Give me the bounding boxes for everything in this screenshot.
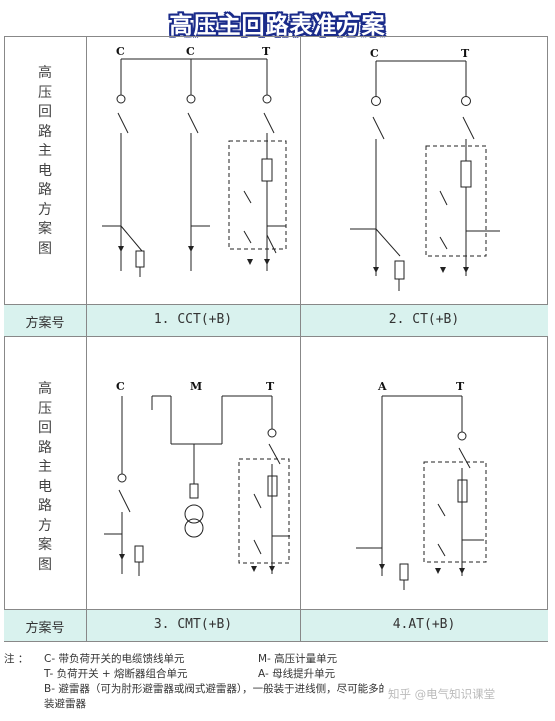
notes: 注 ： C- 带负荷开关的电缆馈线单元 M- 高压计量单元 T- 负荷开关 + …: [4, 652, 552, 712]
band-divider-1b: [300, 304, 301, 337]
row-label-char: 案: [38, 221, 52, 237]
row-label-char: 路: [38, 182, 52, 198]
row-label-1: 高压回路主电路方案图: [35, 64, 55, 259]
note-t: T- 负荷开关 + 熔断器组合单元: [44, 668, 188, 680]
diagram-cmt-terminal-m: M: [190, 380, 202, 393]
band-divider-2a: [86, 609, 87, 642]
row-label-char: 路: [38, 439, 52, 456]
row-label-2: 高压回路主电路方案图: [35, 380, 55, 575]
scheme-label-2: 方案号: [25, 621, 65, 636]
row-label-char: 高: [38, 381, 52, 397]
row-label-char: 压: [38, 400, 52, 417]
scheme-id-4: 4.AT(+B): [392, 617, 456, 632]
diagram-ct-terminal-c: C: [370, 47, 379, 60]
diagram-ct: C T: [350, 47, 500, 291]
row-label-char: 图: [38, 556, 52, 573]
row-label-char: 图: [38, 240, 52, 257]
table-border-right: [547, 36, 548, 642]
diagram-cct: C C T: [102, 45, 287, 277]
watermark: 知乎 @电气知识课堂: [388, 687, 496, 701]
row-label-char: 路: [38, 498, 52, 514]
page-title: 高压主回路表准方案: [169, 13, 386, 39]
table-border-left: [4, 36, 5, 642]
row-label-char: 主: [38, 143, 52, 159]
diagram-at-terminal-t: T: [456, 380, 465, 393]
note-m: M- 高压计量单元: [258, 653, 338, 665]
scheme-id-1: 1. CCT(+B): [153, 312, 233, 327]
row-label-char: 路: [38, 123, 52, 140]
diagram-cct-terminal-c1: C: [116, 45, 125, 58]
diagram-ct-terminal-t: T: [461, 47, 470, 60]
row-label-char: 方: [38, 201, 52, 218]
scheme-table: 高压回路主电路方案图 高压回路主电路方案图 方案号 1. CCT(+B) 2. …: [4, 36, 548, 642]
row-label-char: 主: [38, 459, 52, 475]
note-b2: 装避雷器: [44, 698, 86, 710]
note-c: C- 带负荷开关的电缆馈线单元: [44, 653, 185, 665]
diagram-cmt-terminal-t: T: [266, 380, 275, 393]
row-label-char: 回: [38, 420, 52, 436]
scheme-id-3: 3. CMT(+B): [153, 617, 233, 632]
diagram-cmt-terminal-c: C: [116, 380, 125, 393]
diagram-at-terminal-a: A: [377, 380, 387, 393]
row-label-char: 高: [38, 65, 52, 81]
table-col-divider: [86, 36, 87, 642]
row-label-char: 电: [38, 478, 52, 495]
row-label-char: 压: [38, 84, 52, 101]
scheme-label-1: 方案号: [25, 316, 65, 331]
band-divider-1a: [86, 304, 87, 337]
row-label-char: 回: [38, 104, 52, 120]
band-divider-2b: [300, 609, 301, 642]
row-label-char: 电: [38, 162, 52, 179]
table-mid-divider-2: [300, 336, 301, 642]
diagram-cmt: C M T: [104, 380, 290, 576]
note-a: A- 母线提升单元: [258, 668, 336, 680]
table-border-top: [4, 36, 548, 37]
notes-prefix: 注 ：: [4, 653, 29, 665]
table-mid-divider-1: [300, 36, 301, 336]
scheme-band-2: [4, 609, 548, 642]
diagram-cct-terminal-c2: C: [186, 45, 195, 58]
diagram-cct-terminal-t: T: [262, 45, 271, 58]
row-label-char: 案: [38, 537, 52, 553]
diagram-at: A T: [356, 380, 487, 590]
row-label-char: 方: [38, 517, 52, 534]
scheme-id-2: 2. CT(+B): [388, 312, 460, 327]
scheme-band-1: [4, 304, 548, 337]
